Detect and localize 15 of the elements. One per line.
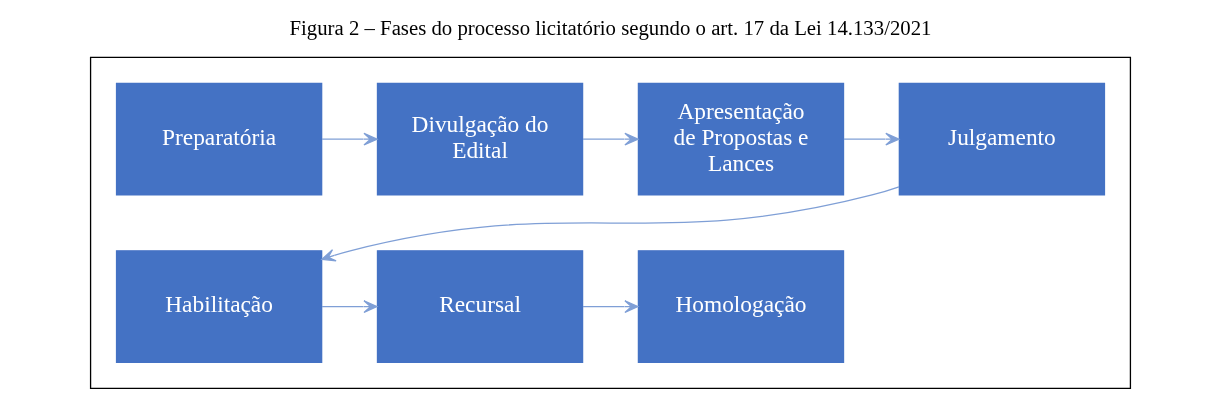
arrow: [321, 186, 900, 262]
cluster: [89, 56, 1132, 390]
node-box: Habilitação: [115, 250, 323, 364]
node-box: Homologação: [637, 250, 845, 364]
node-box: Divulgação do Edital: [376, 82, 584, 196]
arrow: [582, 132, 639, 146]
arrow: [843, 132, 900, 146]
node-box: Julgamento: [898, 82, 1106, 196]
node-box: Preparatória: [115, 82, 323, 196]
diagram-title: Figura 2 – Fases do processo licitatório segundo o art. 17 da Lei 14.133/2021: [289, 16, 932, 40]
arrow: [321, 132, 378, 146]
node-box: Recursal: [376, 250, 584, 364]
arrow: [321, 300, 378, 314]
arrow: [582, 300, 639, 314]
node-box: Apresentação de Propostas e Lances: [637, 82, 845, 196]
